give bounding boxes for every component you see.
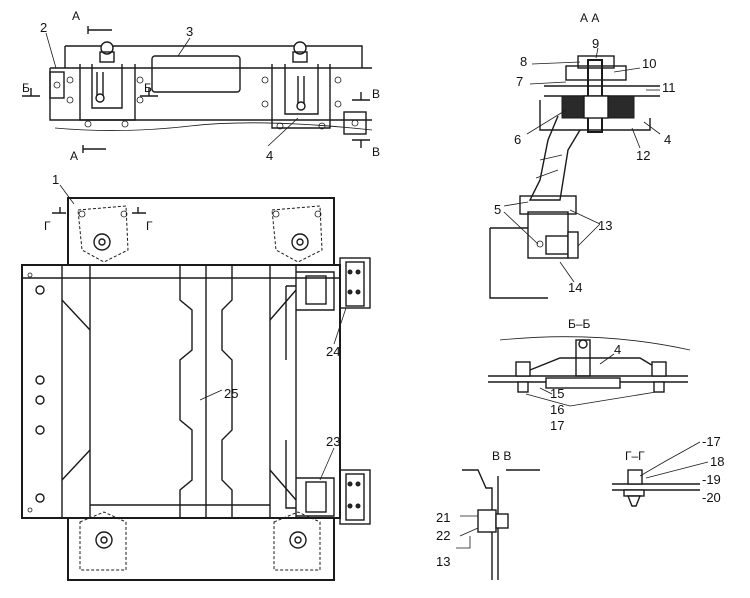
callout-11: 11 [662,80,676,95]
callout-7: 7 [516,74,523,89]
callout-15: 15 [550,386,564,401]
section-title-vv: В В [492,449,511,463]
callout-19: -19 [702,472,721,487]
section-title-bb: Б–Б [568,317,591,331]
callout-24: 24 [326,344,340,359]
callout-21: 21 [436,510,450,525]
callout-10: 10 [642,56,656,71]
callout-17-bb: 17 [550,418,564,433]
section-bb-view [488,336,691,407]
frame-plan-view [21,184,371,581]
mark-v-top: В [372,87,380,101]
mark-b-mid: Б [144,81,152,95]
callout-14: 14 [568,280,582,295]
mark-a-top: A [72,9,80,23]
callout-18: 18 [710,454,724,469]
callout-13-aa: 13 [598,218,612,233]
callout-4-aa: 4 [664,132,671,147]
section-title-gg: Г–Г [625,449,645,463]
callout-17-gg: -17 [702,434,721,449]
callout-4-top: 4 [266,148,273,163]
mark-a-bottom: A [70,149,78,163]
callout-12: 12 [636,148,650,163]
mark-b-left: Б [22,81,30,95]
callout-6: 6 [514,132,521,147]
mark-g-left: Г [44,219,51,233]
mark-v-bottom: В [372,145,380,159]
callout-25: 25 [224,386,238,401]
window-3 [151,55,241,93]
section-gg-view [612,441,709,507]
top-rail-view [22,26,373,153]
callout-22: 22 [436,528,450,543]
mark-g-right: Г [146,219,153,233]
callout-13-vv: 13 [436,554,450,569]
callout-16: 16 [550,402,564,417]
callout-1: 1 [52,172,59,187]
callout-5: 5 [494,202,501,217]
section-vv-view [456,469,540,580]
callout-3: 3 [186,24,193,39]
section-aa-view [489,47,661,299]
section-title-aa: А А [580,11,599,25]
callout-23: 23 [326,434,340,449]
callout-20: -20 [702,490,721,505]
callout-9: 9 [592,36,599,51]
callout-2: 2 [40,20,47,35]
callout-8: 8 [520,54,527,69]
callout-4-bb: 4 [614,342,621,357]
